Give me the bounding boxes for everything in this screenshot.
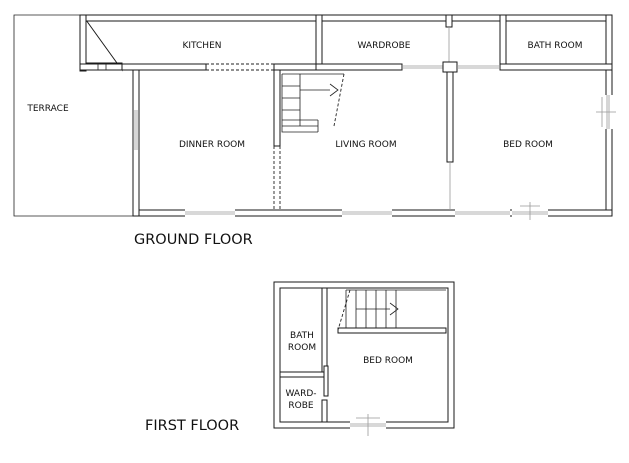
bath-label-line2: ROOM: [288, 343, 316, 353]
column: [442, 61, 458, 73]
kitchen-opening: [206, 63, 274, 71]
kitchen-label: KITCHEN: [183, 41, 222, 51]
terrace-label: TERRACE: [26, 104, 69, 114]
dinner-living-opening: [273, 146, 281, 210]
kitchen-south-wall-a: [79, 63, 123, 71]
bath-west-wall: [499, 14, 507, 71]
bed-room-label: BED ROOM: [503, 140, 553, 150]
kitchen-south-wall-b: [121, 63, 207, 71]
bath-east-wall: [321, 287, 328, 375]
wardrobe-south-wall: [315, 63, 403, 71]
kitchen-door-jamb: [97, 64, 107, 70]
ground-floor-title: GROUND FLOOR: [134, 232, 253, 248]
kitchen-west-wall: [79, 14, 87, 72]
wardrobe-label: WARDROBE: [358, 41, 411, 51]
ground-floor-plan: TERRACE KITCHEN WARDROBE BATH ROOM DINNE…: [13, 14, 616, 220]
living-room-label: LIVING ROOM: [335, 140, 396, 150]
north-wall: [79, 14, 613, 22]
staircase-first: [337, 289, 447, 334]
south-openings: [185, 202, 548, 220]
ward-label-line2: ROBE: [288, 401, 314, 411]
bath-south-wall: [499, 63, 613, 71]
dinner-west-window: [134, 110, 138, 150]
wardrobe-window-line: [402, 65, 446, 69]
ward-door: [323, 365, 329, 397]
terrace-outline: [13, 14, 134, 217]
ward-east-wall-low: [321, 399, 328, 423]
bedroom-east-window: [596, 95, 616, 129]
dinner-west-wall: [132, 63, 140, 217]
first-south-window: [350, 414, 386, 436]
first-bed-room-label: BED ROOM: [363, 356, 413, 366]
ward-label-line1: WARD-: [286, 389, 317, 399]
staircase-ground: [281, 73, 345, 133]
corridor-wall-top: [445, 14, 453, 28]
kitchen-south-wall-c: [273, 63, 317, 71]
bathroom-label: BATH ROOM: [528, 41, 583, 51]
first-floor-plan: BATH ROOM WARD- ROBE BED ROOM: [273, 281, 455, 436]
bedroom-partition: [446, 71, 454, 163]
first-floor-title: FIRST FLOOR: [145, 418, 239, 434]
bath-door-line: [457, 65, 500, 69]
dinner-living-wall: [273, 69, 281, 147]
dinner-room-label: DINNER ROOM: [179, 140, 245, 150]
bath-ward-wall: [279, 371, 328, 378]
bath-label-line1: BATH: [290, 331, 314, 341]
kitchen-wardrobe-wall: [315, 14, 323, 71]
